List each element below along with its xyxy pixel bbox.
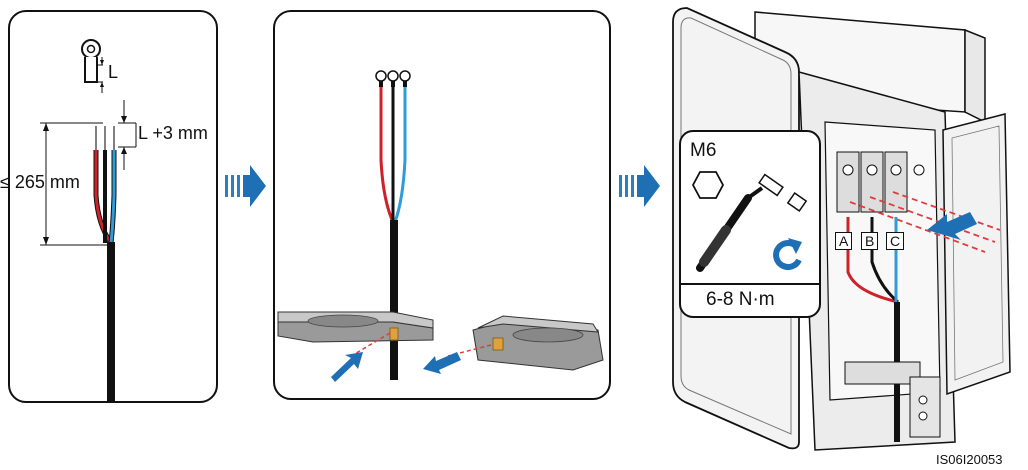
step-arrow-icon [225,165,266,207]
step-arrow-icon [619,165,660,207]
terminal-length-label: L [108,62,119,82]
phase-label-c: C [886,232,905,250]
torque-label: 6-8 N·m [706,289,775,310]
stripped-cable-diagram [40,100,137,403]
cable-routing-diagram [277,70,604,382]
phase-label-a: A [835,232,853,250]
rotate-clockwise-icon [773,238,802,270]
strip-length-label: L +3 mm [138,123,208,143]
ring-terminal-icon [81,39,104,93]
bolt-size-label: M6 [690,140,717,161]
torque-detail-callout [679,130,821,318]
torque-divider [681,283,820,285]
torque-wrench-icon [696,173,808,272]
figure-id: IS06I20053 [936,452,1003,467]
max-length-label: ≤ 265 mm [0,172,80,192]
phase-label-b: B [861,232,879,250]
right-plug-half [472,315,604,371]
left-plug-half [277,311,434,343]
hexagon-bolt-icon [691,171,725,199]
